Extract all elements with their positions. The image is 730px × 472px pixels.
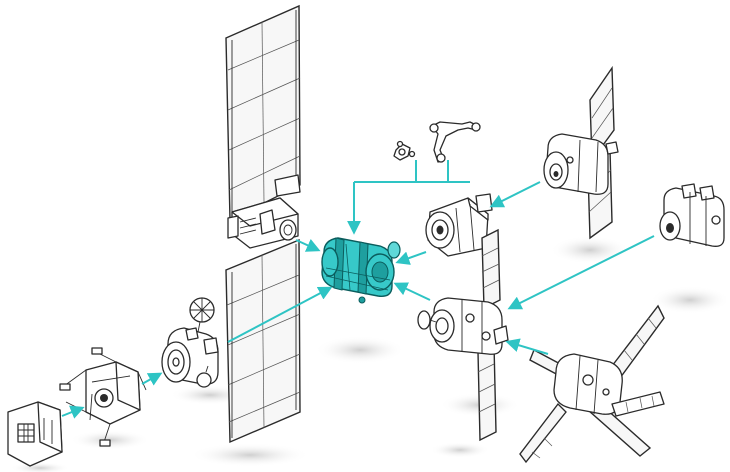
arrow-node-to-habitat xyxy=(395,251,427,265)
assembly-arrows xyxy=(61,160,655,419)
docking-node xyxy=(425,193,493,257)
refueling-module xyxy=(417,297,509,355)
arrow-cargo-to-node xyxy=(489,181,541,208)
lower-solar-array xyxy=(225,238,301,444)
central-habitat-module xyxy=(321,237,401,304)
arrow-power-to-habitat xyxy=(295,238,321,252)
arrow-right-module-to-refuel xyxy=(507,235,655,310)
descent-stage xyxy=(59,347,147,447)
right-solar-mast xyxy=(477,228,501,442)
upper-solar-array xyxy=(225,4,301,222)
airlock-module xyxy=(161,297,219,388)
arrow-refuel-to-habitat xyxy=(393,282,431,301)
power-module xyxy=(227,197,299,249)
arrow-logistics-to-descent xyxy=(61,405,85,419)
far-right-module xyxy=(659,183,725,247)
arrow-crew-to-refuel xyxy=(505,338,549,355)
arrow-airlock-to-habitat xyxy=(227,286,333,343)
logistics-module xyxy=(7,401,63,467)
crew-vehicle xyxy=(519,304,665,464)
ground-shadows xyxy=(10,236,730,472)
robotic-arm xyxy=(393,121,481,163)
arm-bracket xyxy=(354,160,470,183)
arrow-descent-to-airlock xyxy=(141,372,163,386)
upper-right-module xyxy=(543,65,619,240)
